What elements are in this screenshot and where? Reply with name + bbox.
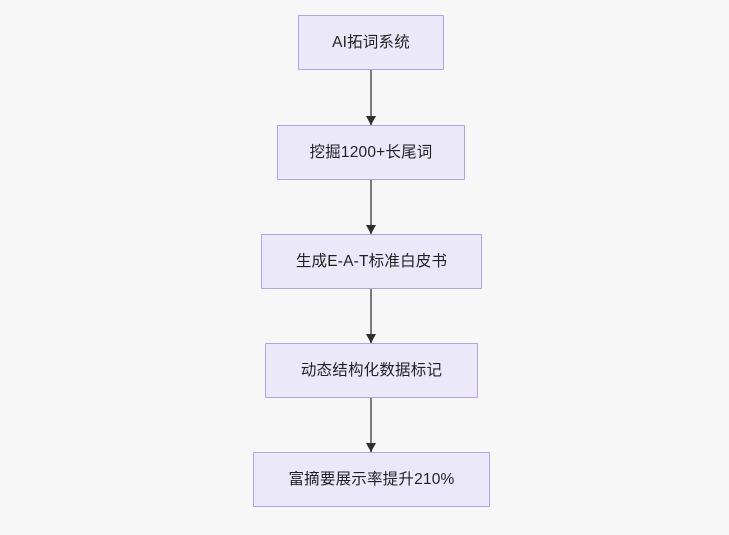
arrowhead-icon [366,443,376,452]
edge-line [370,70,372,125]
flow-node-label: 挖掘1200+长尾词 [309,143,433,161]
arrowhead-icon [366,334,376,343]
edge-line [370,289,372,343]
flow-node-dynamic-structured-data-markup[interactable]: 动态结构化数据标记 [265,343,478,398]
flow-node-ai-keyword-system[interactable]: AI拓词系统 [298,15,444,70]
flow-node-label: 富摘要展示率提升210% [288,470,455,488]
flow-node-label: AI拓词系统 [332,33,410,51]
flow-node-rich-snippet-rate-increase[interactable]: 富摘要展示率提升210% [253,452,490,507]
edge-line [370,180,372,234]
flow-node-mine-longtail-keywords[interactable]: 挖掘1200+长尾词 [277,125,465,180]
edge-line [370,398,372,452]
arrowhead-icon [366,116,376,125]
flow-node-label: 动态结构化数据标记 [300,361,443,379]
flow-node-generate-eat-whitepaper[interactable]: 生成E-A-T标准白皮书 [261,234,482,289]
arrowhead-icon [366,225,376,234]
flow-node-label: 生成E-A-T标准白皮书 [295,252,448,270]
